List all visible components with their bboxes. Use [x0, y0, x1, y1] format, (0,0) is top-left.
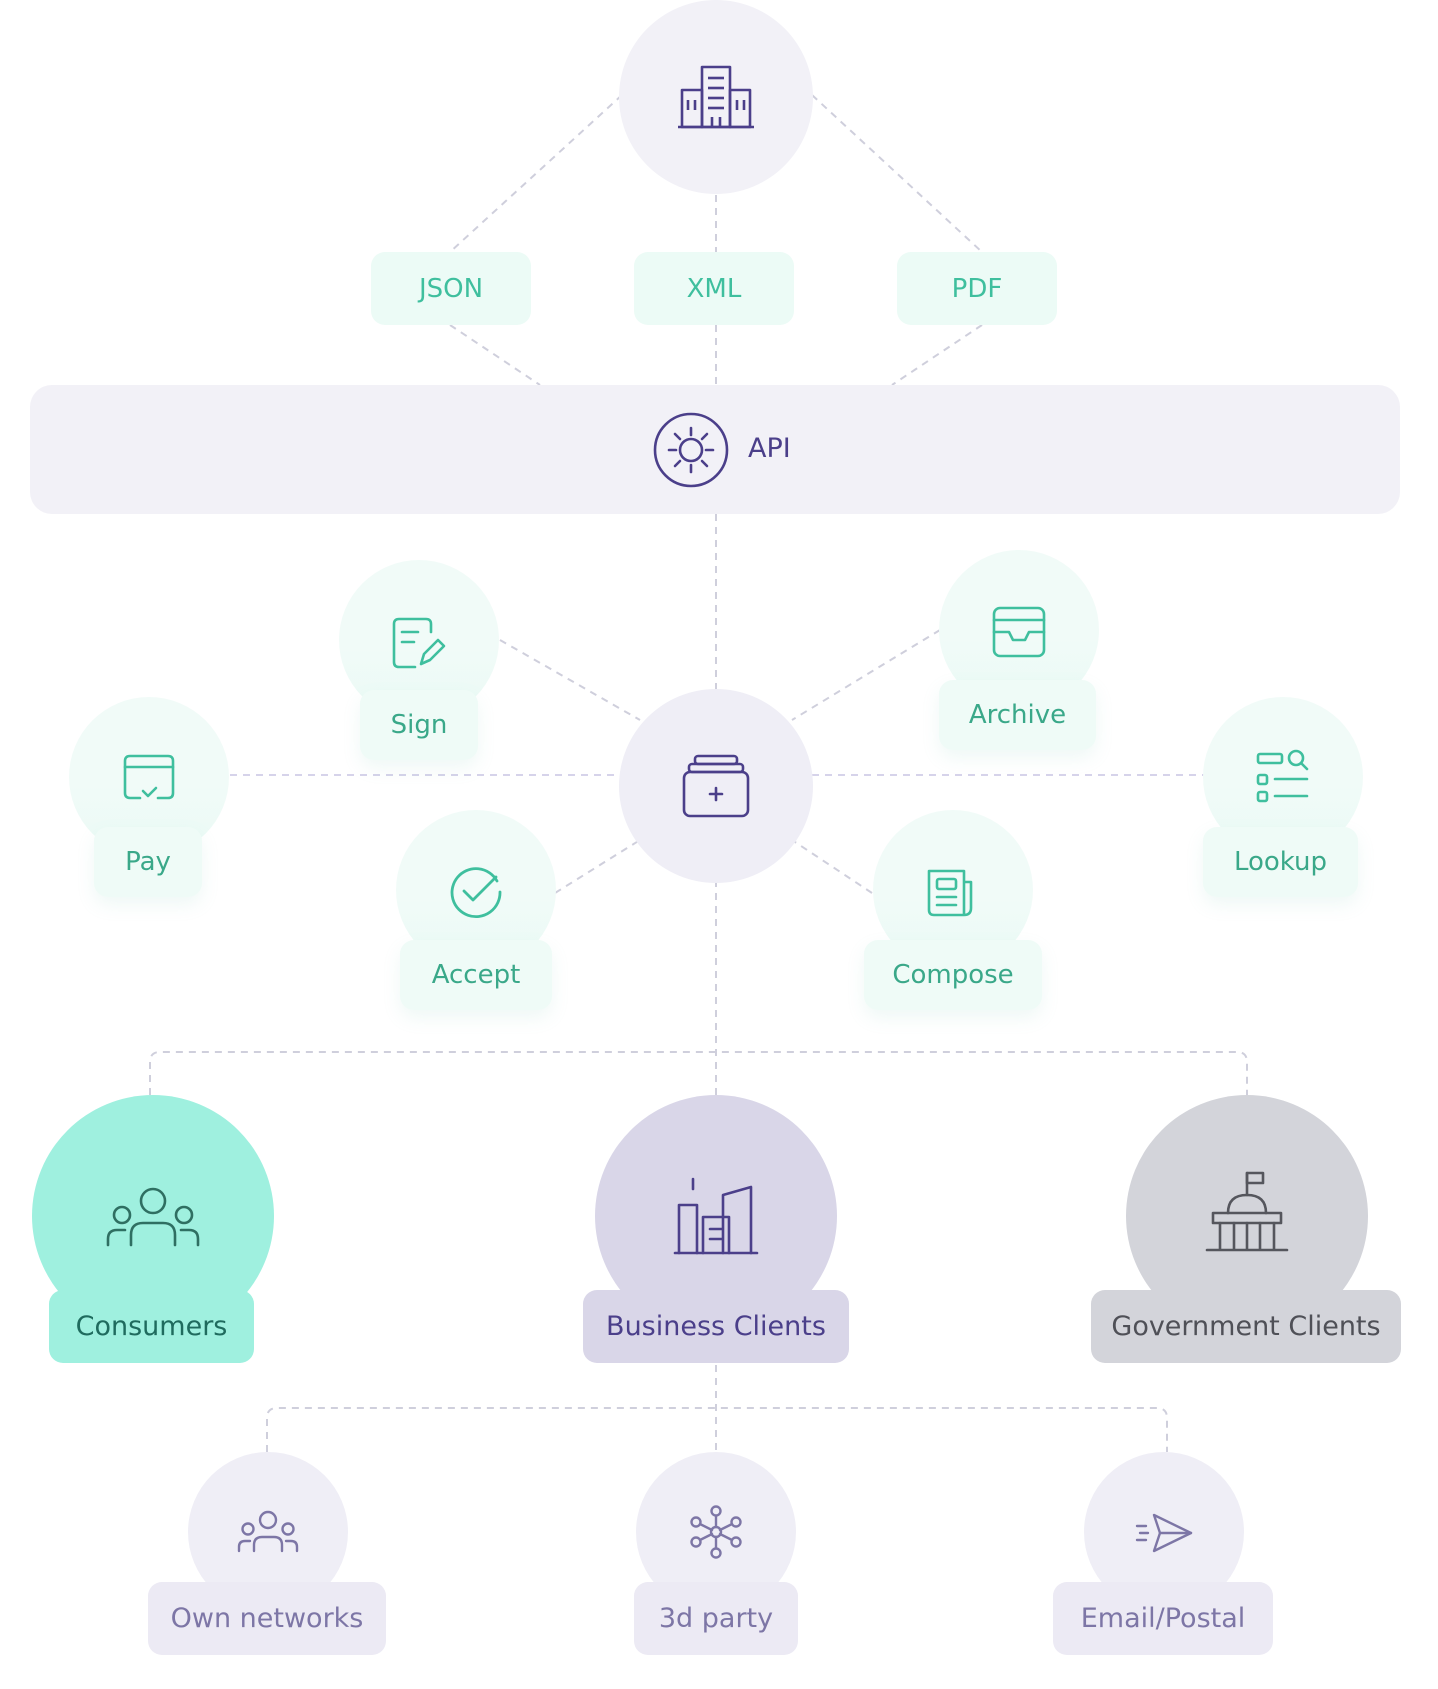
card-check-icon [122, 753, 176, 801]
hub-node [619, 689, 813, 883]
api-label: API [748, 433, 791, 464]
compose-button[interactable]: Compose [864, 940, 1042, 1010]
government-clients-segment-button[interactable]: Government Clients [1091, 1290, 1401, 1363]
consumers-segment-button[interactable]: Consumers [49, 1290, 254, 1363]
lookup-button[interactable]: Lookup [1203, 827, 1358, 897]
check-circle-icon [449, 865, 503, 919]
people-group-icon [105, 1185, 201, 1249]
inbox-tray-icon [991, 605, 1047, 659]
list-search-icon [1255, 748, 1311, 804]
email-postal-button[interactable]: Email/Postal [1053, 1582, 1273, 1655]
format-json: JSON [371, 252, 531, 325]
organization-node [619, 0, 813, 194]
own-networks-button[interactable]: Own networks [148, 1582, 386, 1655]
sun-gear-icon [652, 411, 730, 489]
city-buildings-icon [673, 1177, 759, 1255]
government-building-icon [1204, 1171, 1290, 1253]
api-bar [30, 385, 1400, 514]
pay-button[interactable]: Pay [94, 827, 202, 897]
office-building-icon [676, 62, 756, 132]
people-group-icon [236, 1510, 300, 1554]
document-sign-icon [391, 616, 447, 670]
newspaper-icon [926, 868, 980, 918]
business-clients-segment-button[interactable]: Business Clients [583, 1290, 849, 1363]
accept-button[interactable]: Accept [400, 940, 552, 1010]
archive-box-plus-icon [681, 753, 751, 819]
third-party-button[interactable]: 3d party [634, 1582, 798, 1655]
format-xml: XML [634, 252, 794, 325]
paper-plane-icon [1134, 1512, 1194, 1554]
archive-button[interactable]: Archive [939, 680, 1096, 750]
format-pdf: PDF [897, 252, 1057, 325]
network-nodes-icon [688, 1505, 744, 1559]
sign-button[interactable]: Sign [360, 690, 478, 760]
